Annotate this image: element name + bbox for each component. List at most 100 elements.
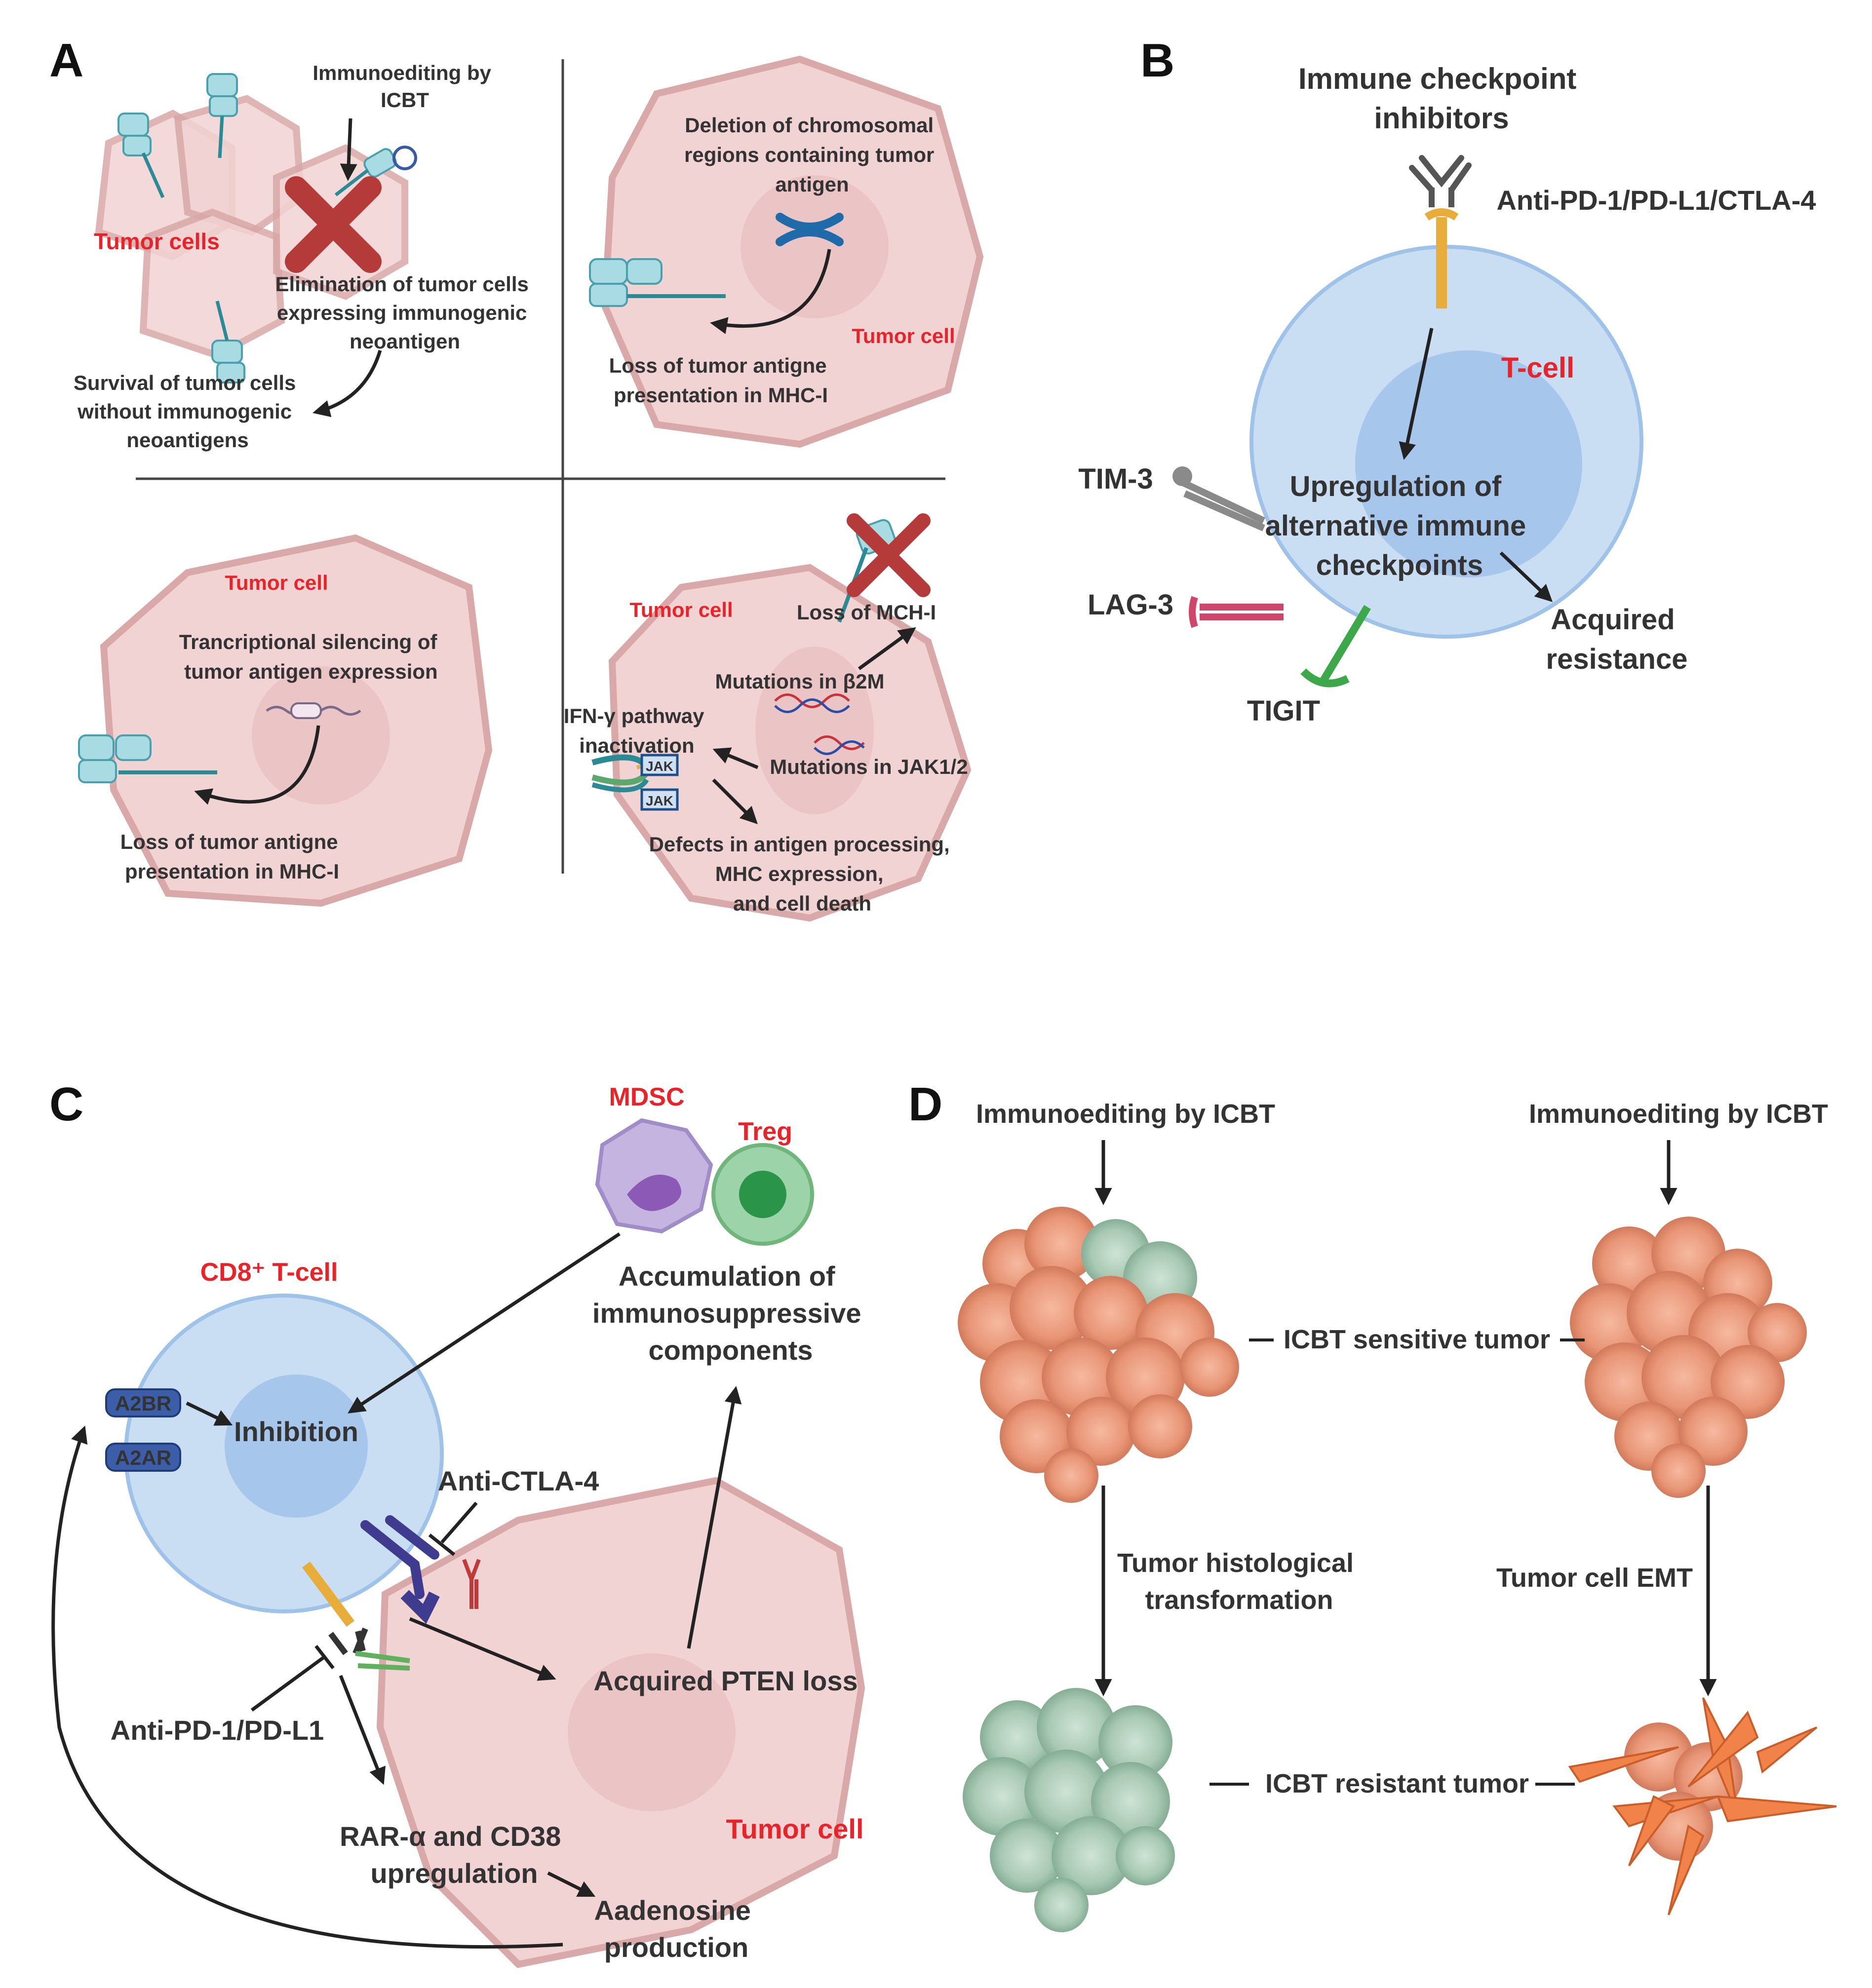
mhc-receptor-icon [78, 734, 217, 783]
label-anti-ctla4: Anti-CTLA-4 [438, 1465, 599, 1496]
label-emt: Tumor cell EMT [1496, 1563, 1693, 1593]
tumor-cluster-resistant-green [963, 1688, 1175, 1932]
panel-label-c: C [49, 1078, 83, 1131]
label-elimination: Elimination of tumor cells expressing im… [275, 272, 534, 353]
tumor-cell-c [376, 1477, 865, 1968]
panel-c: C CD8⁺ T-cell A2BR A2AR Inhibition [49, 1078, 869, 1968]
panel-label-b: B [1140, 34, 1174, 87]
arrow-adenosine [547, 1871, 596, 1897]
arrow-pten [409, 1617, 556, 1681]
tumor-cluster-sensitive-left [958, 1207, 1239, 1503]
label-loss-q2: Loss of tumor antigne presentation in MH… [609, 354, 833, 407]
label-pten: Acquired PTEN loss [593, 1665, 858, 1696]
label-accum: Accumulation of immunosuppressive compon… [592, 1261, 869, 1366]
tumor-cell-cluster [95, 73, 417, 383]
jak-icon: JAK [640, 754, 679, 776]
label-adenosine: Aadenosine production [594, 1895, 759, 1963]
label-inhibitors: Immune checkpoint inhibitors [1298, 62, 1585, 135]
label-mut-b2m: Mutations in β2M [715, 670, 885, 693]
panel-b: B Immune checkpoint inhibitors Anti-PD-1… [1078, 34, 1816, 727]
label-mdsc: MDSC [609, 1083, 684, 1111]
label-loss-mch: Loss of MCH-I [797, 601, 936, 624]
label-lag3: LAG-3 [1088, 589, 1173, 621]
label-tumor-cell-q2: Tumor cell [852, 324, 955, 347]
label-defects: Defects in antigen processing, MHC expre… [649, 833, 956, 915]
arrow-defects [712, 778, 758, 824]
svg-text:JAK: JAK [646, 759, 673, 774]
svg-text:JAK: JAK [646, 793, 673, 808]
a2br-receptor: A2BR [105, 1388, 181, 1417]
label-anti-pd1-c: Anti-PD-1/PD-L1 [111, 1715, 324, 1746]
a2ar-receptor: A2AR [105, 1443, 181, 1472]
mhc-receptor-icon [117, 113, 165, 198]
svg-text:A2BR: A2BR [115, 1392, 171, 1415]
arrow-pten-accum [687, 1386, 742, 1649]
arrow-loss-q3 [194, 725, 320, 805]
label-immuno-right: Immunoediting by ICBT [1529, 1099, 1828, 1129]
label-tumor-cell-c: Tumor cell [726, 1813, 863, 1844]
arrow-rar [339, 1675, 386, 1785]
tim3-receptor-icon [1172, 466, 1265, 532]
label-rar: RAR-α and CD38 upregulation [340, 1821, 569, 1889]
label-tumor-cells: Tumor cells [94, 229, 220, 254]
arrow-accum-inhibition [348, 1232, 621, 1414]
label-inhibition: Inhibition [234, 1416, 358, 1447]
mhc-loss-cross-icon [847, 513, 931, 597]
label-acquired: Acquired resistance [1546, 604, 1688, 675]
t-cell [1249, 245, 1643, 639]
label-resistant: ICBT resistant tumor [1265, 1769, 1529, 1798]
label-silencing: Trancriptional silencing of tumor antige… [179, 630, 443, 683]
label-immuno-left: Immunoediting by ICBT [976, 1099, 1275, 1129]
label-tim3: TIM-3 [1078, 463, 1153, 495]
arrow-loss-q2 [710, 249, 831, 334]
label-tigit: TIGIT [1247, 695, 1320, 727]
cd8-t-cell [124, 1294, 444, 1613]
tumor-cluster-sensitive-right [1570, 1217, 1807, 1498]
mhc-receptor-icon [206, 73, 238, 158]
label-cd8: CD8⁺ T-cell [200, 1258, 338, 1287]
label-treg: Treg [738, 1117, 792, 1146]
panel-label-d: D [908, 1078, 942, 1131]
tumor-cell-q2 [589, 55, 984, 448]
panel-a: A [49, 34, 984, 922]
pdl1-ligand-icon [355, 1651, 410, 1671]
arrow-adenosine-a2ar [51, 1425, 563, 1949]
label-upreg: Upregulation of alternative immune check… [1265, 470, 1534, 581]
panel-label-a: A [49, 34, 83, 87]
antibody-icon [1409, 155, 1472, 308]
gene-icon [266, 702, 361, 719]
arrow-upreg [1399, 328, 1434, 460]
label-tumor-cell-q4: Tumor cell [629, 598, 733, 621]
lag3-receptor-icon [1189, 596, 1284, 628]
mhc-receptor-icon [589, 258, 726, 307]
tumor-cluster-resistant-emt [1568, 1697, 1837, 1915]
label-tcell: T-cell [1501, 352, 1574, 384]
label-mut-jak: Mutations in JAK1/2 [770, 755, 968, 778]
label-survival: Survival of tumor cells without immunoge… [74, 371, 302, 452]
arrow-survival [312, 349, 382, 418]
dna-icon [774, 693, 850, 713]
arrow-a2br-inhibition [186, 1401, 233, 1426]
svg-text:A2AR: A2AR [115, 1446, 171, 1469]
label-histo: Tumor histological transformation [1117, 1548, 1361, 1615]
inhibit-ctla4 [440, 1501, 478, 1544]
jak-icon: JAK [640, 788, 679, 811]
mhc-receptor-icon [334, 146, 417, 196]
label-anti-pd1: Anti-PD-1/PD-L1/CTLA-4 [1496, 185, 1816, 216]
treg-cell [711, 1143, 814, 1246]
arrow-acquired [1499, 551, 1553, 602]
chromosome-icon [776, 213, 844, 246]
panel-d: D Immunoediting by ICBT Immunoediting by… [908, 1078, 1837, 1932]
b7-ligand-icon [462, 1559, 481, 1609]
label-loss-q3: Loss of tumor antigne presentation in MH… [120, 830, 344, 883]
mhc-receptor-icon [211, 301, 245, 383]
arrow-immunoediting [340, 118, 357, 181]
inhibit-pd1 [250, 1654, 327, 1712]
elimination-cross-icon [285, 176, 382, 273]
label-tumor-cell-q3: Tumor cell [225, 571, 328, 594]
tigit-receptor-icon [1300, 605, 1371, 688]
ctla4-antibody-icon [360, 1515, 440, 1624]
dna-icon [814, 735, 865, 755]
mdsc-cell [595, 1118, 713, 1234]
